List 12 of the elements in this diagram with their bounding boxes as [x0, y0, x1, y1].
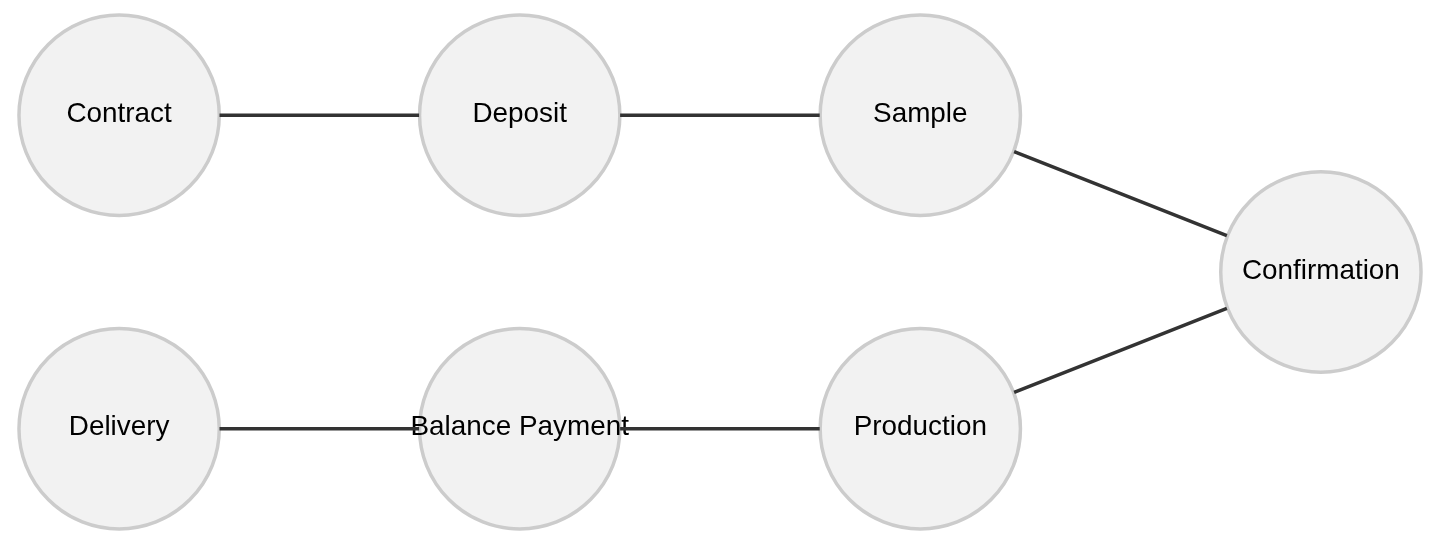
node-circle: Confirmation	[1219, 170, 1423, 374]
node-circle: Deposit	[417, 13, 622, 218]
connector	[620, 427, 820, 431]
connector	[620, 113, 820, 117]
connector	[1013, 306, 1228, 394]
node-circle: Delivery	[17, 326, 221, 531]
node-circle: Production	[818, 326, 1023, 531]
connector	[1013, 150, 1228, 238]
connector	[219, 427, 420, 431]
node-circle: Sample	[818, 13, 1023, 218]
connector	[219, 113, 420, 117]
node-circle: Contract	[17, 13, 221, 218]
